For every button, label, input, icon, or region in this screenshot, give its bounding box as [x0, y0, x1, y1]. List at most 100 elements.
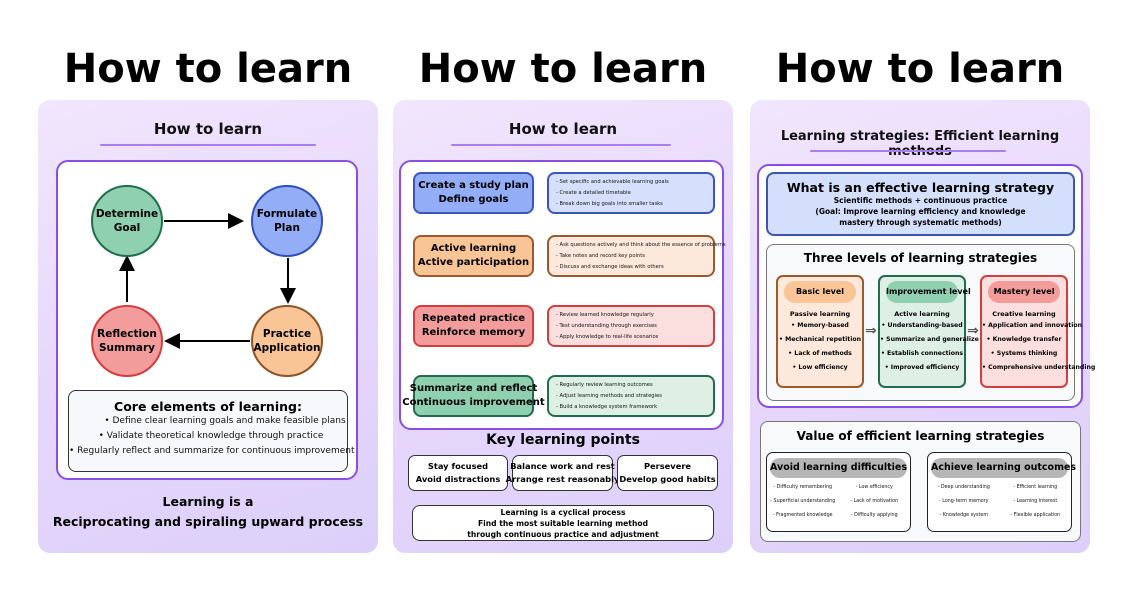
step-detail-item: - Take notes and record key points [556, 253, 645, 259]
core-elements-title: Core elements of learning: [114, 399, 302, 414]
step-label-line: Repeated practice [421, 313, 526, 324]
step-detail-item: - Build a knowledge system framework [556, 404, 658, 410]
step-label-line: Continuous improvement [402, 397, 545, 408]
level-subtitle: Creative learning [992, 310, 1056, 318]
step-details: - Set specific and achievable learning g… [547, 172, 715, 214]
step-detail-item: - Regularly review learning outcomes [556, 382, 653, 388]
level-point: • Memory-based [791, 322, 849, 329]
value-item: - Difficulty applying [850, 513, 898, 518]
level-card-basic: Basic level Passive learning • Memory-ba… [776, 275, 864, 388]
title-underline [100, 144, 316, 146]
node-practice-application: Practice Application [251, 305, 323, 377]
key-point-line: Persevere [643, 461, 692, 471]
step-label-line: Active participation [417, 257, 530, 268]
node-label: Determine [95, 208, 159, 220]
levels-title: Three levels of learning strategies [803, 251, 1038, 265]
step-label: Create a study plan Define goals [413, 172, 534, 214]
value-item: - Efficient learning [1013, 485, 1058, 490]
node-label: Reflection [97, 328, 157, 340]
step-label: Active learning Active participation [413, 235, 534, 277]
value-item: - Lack of motivation [850, 499, 899, 504]
panel-learning-strategies: Learning strategies: Efficient learning … [750, 100, 1096, 553]
level-point: • Knowledge transfer [986, 336, 1062, 343]
step-label-line: Create a study plan [418, 180, 529, 191]
node-label: Summary [98, 342, 156, 354]
node-label: Formulate [256, 208, 318, 220]
step-detail-item: - Apply knowledge to real-life scenarios [556, 334, 659, 340]
node-label: Plan [274, 222, 300, 234]
cycle-note-line: through continuous practice and adjustme… [467, 529, 659, 539]
level-name: Mastery level [988, 281, 1060, 303]
step-detail-item: - Review learned knowledge regularly [556, 312, 654, 318]
panel-learning-steps: How to learn Create a study plan Define … [393, 100, 733, 553]
step-label-line: Summarize and reflect [409, 383, 538, 394]
level-card-mastery: Mastery level Creative learning • Applic… [980, 275, 1096, 388]
level-subtitle: Passive learning [789, 310, 851, 318]
definition-title: What is an effective learning strategy [786, 180, 1055, 195]
value-item: - Difficulty remembering [773, 485, 833, 490]
node-formulate-plan: Formulate Plan [251, 185, 323, 257]
cycle-summary: Learning is a Reciprocating and spiralin… [38, 492, 378, 532]
key-point-card: Persevere Develop good habits [617, 455, 718, 491]
step-row: Repeated practice Reinforce memory - Rev… [413, 305, 715, 347]
cycle-note-box: Learning is a cyclical process Find the … [412, 505, 714, 541]
step-detail-item: - Test understanding through exercises [556, 323, 657, 329]
big-title-2: How to learn [418, 46, 708, 92]
key-point-line: Stay focused [427, 461, 489, 471]
step-details: - Review learned knowledge regularly - T… [547, 305, 715, 347]
step-detail-item: - Set specific and achievable learning g… [556, 179, 669, 185]
steps-box: Create a study plan Define goals - Set s… [399, 160, 726, 430]
title-underline [451, 144, 671, 146]
level-point: • Systems thinking [990, 350, 1058, 357]
node-label: Practice [262, 328, 312, 340]
level-point: • Mechanical repetition [778, 336, 862, 343]
value-card-title: Avoid learning difficulties [770, 458, 907, 478]
cycle-diagram-box: Determine Goal Formulate Plan Practice A… [56, 160, 358, 480]
level-point: • Application and innovation [982, 322, 1083, 329]
value-item: - Flexible application [1010, 513, 1061, 518]
step-label-line: Define goals [438, 194, 509, 205]
level-point: • Comprehensive understanding [982, 364, 1096, 371]
step-detail-item: - Ask questions actively and think about… [556, 242, 726, 248]
key-point-card: Balance work and rest Arrange rest reaso… [506, 455, 619, 491]
title-underline [810, 150, 1006, 152]
level-card-improvement: Improvement level Active learning • Unde… [878, 275, 979, 388]
cycle-note-line: Learning is a cyclical process [500, 507, 626, 517]
value-card-title: Achieve learning outcomes [931, 458, 1076, 478]
key-point-line: Develop good habits [619, 474, 716, 484]
key-point-line: Balance work and rest [510, 461, 615, 471]
panel-learning-cycle: How to learn Determine Goal Formulate Pl… [38, 100, 378, 553]
value-item: - Low efficiency [855, 485, 893, 490]
key-point-line: Arrange rest reasonably [505, 474, 620, 484]
level-name: Basic level [784, 281, 856, 303]
cycle-arrows [119, 213, 296, 349]
level-subtitle: Active learning [894, 310, 950, 318]
step-row: Active learning Active participation - A… [413, 235, 726, 277]
level-point: • Summarize and generalize [880, 336, 979, 343]
step-row: Summarize and reflect Continuous improve… [402, 375, 715, 417]
level-point: • Understanding-based [881, 322, 963, 329]
core-elements-box: Core elements of learning: • Define clea… [68, 390, 355, 472]
core-element-item: • Define clear learning goals and make f… [104, 416, 346, 426]
cycle-note-line: Find the most suitable learning method [477, 518, 648, 528]
node-label: Goal [113, 222, 141, 234]
value-box: Value of efficient learning strategies A… [760, 421, 1081, 542]
step-detail-item: - Create a detailed timetable [556, 190, 631, 196]
value-item: - Superficial understanding [770, 499, 836, 504]
step-label-line: Reinforce memory [421, 327, 526, 338]
level-name: Improvement level [886, 281, 971, 303]
value-item: - Learning interest [1013, 499, 1058, 504]
definition-line: Scientific methods + continuous practice [833, 196, 1008, 205]
summary-line: Reciprocating and spiraling upward proce… [52, 514, 364, 529]
definition-line: (Goal: Improve learning efficiency and k… [815, 207, 1026, 216]
value-item: - Fragmented knowledge [772, 513, 833, 518]
arrow-right-icon: ⇒ [967, 323, 979, 339]
core-element-item: • Regularly reflect and summarize for co… [69, 446, 355, 456]
key-points-title: Key learning points [486, 432, 640, 448]
key-point-card: Stay focused Avoid distractions [408, 455, 508, 491]
value-card-avoid: Avoid learning difficulties - Difficulty… [766, 452, 911, 532]
node-reflection-summary: Reflection Summary [91, 305, 163, 377]
node-label: Application [253, 342, 321, 354]
summary-line: Learning is a [162, 494, 254, 509]
step-label: Repeated practice Reinforce memory [413, 305, 534, 347]
